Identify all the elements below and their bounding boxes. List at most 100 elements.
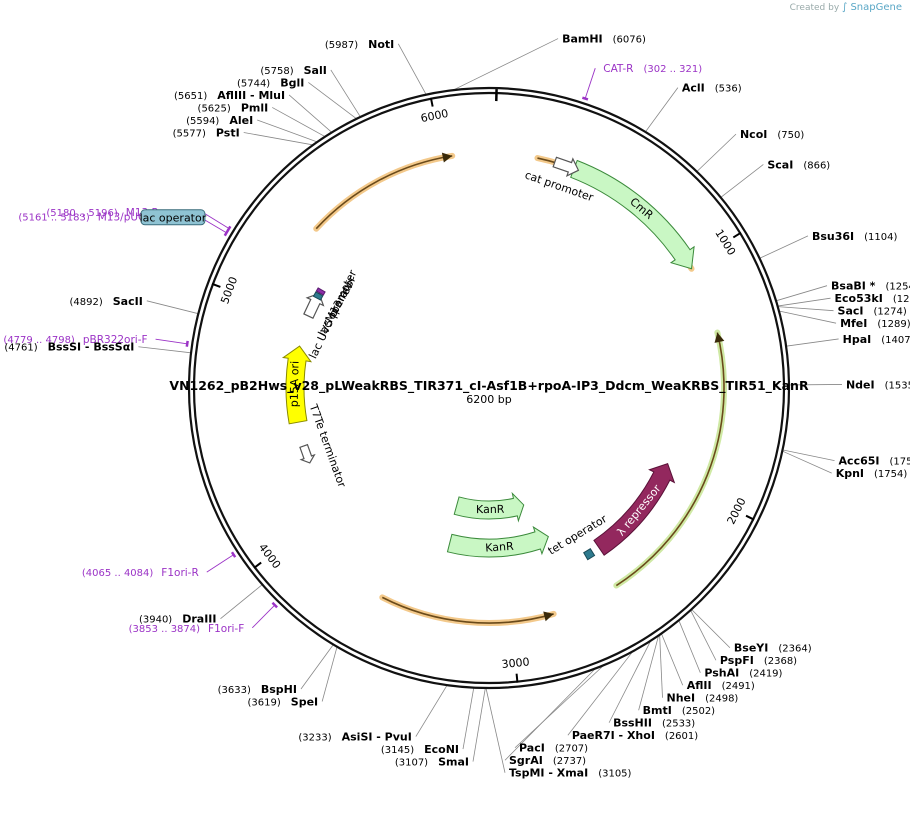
site-leader <box>690 610 717 661</box>
primer-mark[interactable] <box>230 551 237 558</box>
tet-operator-label: tet operator <box>546 512 610 558</box>
site-leader <box>696 133 737 172</box>
restriction-site-bmti[interactable]: BmtI(2502) <box>643 704 716 717</box>
restriction-site-alei[interactable]: AleI(5594) <box>186 114 253 127</box>
site-leader <box>608 640 652 723</box>
restriction-site-noti[interactable]: NotI(5987) <box>325 38 394 51</box>
restriction-site-pspfi[interactable]: PspFI(2368) <box>720 654 797 667</box>
site-name: AclI <box>682 82 705 95</box>
site-position: (1289) <box>877 319 910 330</box>
restriction-site-bsshii[interactable]: BssHII(2533) <box>613 717 695 730</box>
restriction-site-saci[interactable]: SacI(1274) <box>838 305 907 318</box>
restriction-site-bamhi[interactable]: BamHI(6076) <box>562 33 646 46</box>
primer-name: F1ori-F <box>208 623 244 635</box>
restriction-site-eco53ki[interactable]: Eco53kI(1272) <box>835 292 910 305</box>
restriction-site-sgrai[interactable]: SgrAI(2737) <box>509 754 586 767</box>
restriction-site-paer7i-xhoi[interactable]: PaeR7I - XhoI(2601) <box>572 729 698 742</box>
site-name: PmlI <box>241 101 268 114</box>
tick-label: 5000 <box>218 275 240 306</box>
restriction-site-bgli[interactable]: BglI(5744) <box>237 76 304 89</box>
site-name: NheI <box>666 692 695 705</box>
restriction-site-bseyi[interactable]: BseYI(2364) <box>734 642 812 655</box>
restriction-site-hpai[interactable]: HpaI(1407) <box>843 333 910 346</box>
site-position: (866) <box>803 160 830 171</box>
restriction-site-nhei[interactable]: NheI(2498) <box>666 692 738 705</box>
restriction-site-bsu36i[interactable]: Bsu36I(1104) <box>812 230 898 243</box>
orf-arc-arrowhead <box>543 611 554 622</box>
site-position: (536) <box>715 84 742 95</box>
restriction-site-bsssi-bsss-i[interactable]: BssSI - BssSαI(4761) <box>4 341 134 354</box>
credit-brand: SnapGene <box>850 2 902 13</box>
restriction-site-afliii-mlui[interactable]: AflIII - MluI(5651) <box>174 89 285 102</box>
restriction-site-draiii[interactable]: DraIII(3940) <box>139 613 217 626</box>
repressor-feature[interactable] <box>593 462 676 556</box>
restriction-site-aflii[interactable]: AflII(2491) <box>687 679 755 692</box>
site-position: (2533) <box>662 719 695 730</box>
site-leader <box>775 285 828 302</box>
restriction-site-bsphi[interactable]: BspHI (3633) <box>218 683 297 696</box>
lac-operator-feature[interactable] <box>312 291 324 301</box>
restriction-site-kpni[interactable]: KpnI(1754) <box>836 467 908 480</box>
site-position: (5758) <box>260 66 293 77</box>
site-position: (1254) <box>885 282 910 293</box>
orf-arc-halo <box>313 152 456 232</box>
site-name: HpaI <box>843 333 872 346</box>
cmr-feature[interactable] <box>570 159 695 270</box>
restriction-site-sacii[interactable]: SacII (4892) <box>69 295 142 308</box>
primer-mark[interactable] <box>185 340 189 347</box>
site-leader <box>330 69 361 118</box>
tet-operator-feature[interactable] <box>583 548 596 561</box>
site-name: Acc65I <box>839 455 880 468</box>
restriction-site-acli[interactable]: AclI (536) <box>682 82 742 95</box>
restriction-site-bsabi[interactable]: BsaBI *(1254) <box>831 280 910 293</box>
site-name: BspHI <box>261 683 297 696</box>
restriction-site-paci[interactable]: PacI(2707) <box>519 742 588 755</box>
primer-f1ori-r[interactable]: F1ori-R(4065 .. 4084) <box>82 567 199 579</box>
restriction-site-mfei[interactable]: MfeI (1289) <box>840 317 910 330</box>
site-position: (4892) <box>69 297 102 308</box>
site-name: SacII <box>113 295 143 308</box>
restriction-site-ncoi[interactable]: NcoI(750) <box>740 128 804 141</box>
primer-mark[interactable] <box>223 229 230 237</box>
lac-operator-badge-box <box>140 209 206 226</box>
site-leader <box>782 449 835 461</box>
p15a-ori-feature[interactable] <box>281 345 313 425</box>
restriction-site-asisi-pvui[interactable]: AsiSI - PvuI(3233) <box>298 731 412 744</box>
restriction-site-tspmi-xmai[interactable]: TspMI - XmaI(3105) <box>509 767 632 780</box>
restriction-site-pmli[interactable]: PmlI(5625) <box>198 101 269 114</box>
cat-promoter-glyph[interactable] <box>552 154 582 179</box>
kanr-feature[interactable] <box>446 525 549 558</box>
primer-range: (4065 .. 4084) <box>82 568 154 579</box>
restriction-site-psti[interactable]: PstI(5577) <box>173 126 240 139</box>
restriction-site-sali[interactable]: SalI(5758) <box>260 64 326 77</box>
primer-pbr322ori-f[interactable]: pBR322ori-F(4779 .. 4798) <box>3 334 147 346</box>
promoter-arrow-shape <box>552 156 580 178</box>
restriction-site-pshai[interactable]: PshAI(2419) <box>704 667 782 680</box>
site-name: MfeI <box>840 317 867 330</box>
primer-f1ori-f[interactable]: F1ori-F(3853 .. 3874) <box>129 623 245 635</box>
kanr-feature[interactable] <box>453 491 525 523</box>
m13-rev-feature[interactable] <box>315 287 326 296</box>
restriction-site-spei[interactable]: SpeI(3619) <box>248 695 319 708</box>
primer-mark[interactable] <box>271 601 278 609</box>
restriction-site-ndei[interactable]: NdeI(1535) <box>846 378 910 391</box>
site-leader <box>472 687 486 762</box>
primer-cat-r[interactable]: CAT-R(302 .. 321) <box>603 63 702 75</box>
site-leader <box>138 346 192 354</box>
site-leader <box>257 119 318 143</box>
site-leader <box>485 687 506 773</box>
site-leader <box>777 297 831 307</box>
site-leader <box>220 584 263 619</box>
site-leader <box>504 668 596 761</box>
restriction-site-smai[interactable]: SmaI(3107) <box>395 756 469 769</box>
t7te-terminator-glyph[interactable] <box>297 443 316 466</box>
restriction-site-acc65i[interactable]: Acc65I(1750) <box>839 455 910 468</box>
lac-operator-badge[interactable]: lac operator <box>140 209 207 226</box>
site-position: (3633) <box>218 685 251 696</box>
site-name: AleI <box>229 114 253 127</box>
restriction-site-scai[interactable]: ScaI(866) <box>767 158 830 171</box>
plasmid-backbone <box>187 86 791 690</box>
restriction-site-econi[interactable]: EcoNI(3145) <box>381 743 459 756</box>
tick-label: 3000 <box>501 655 530 671</box>
primer-mark[interactable] <box>581 96 589 101</box>
